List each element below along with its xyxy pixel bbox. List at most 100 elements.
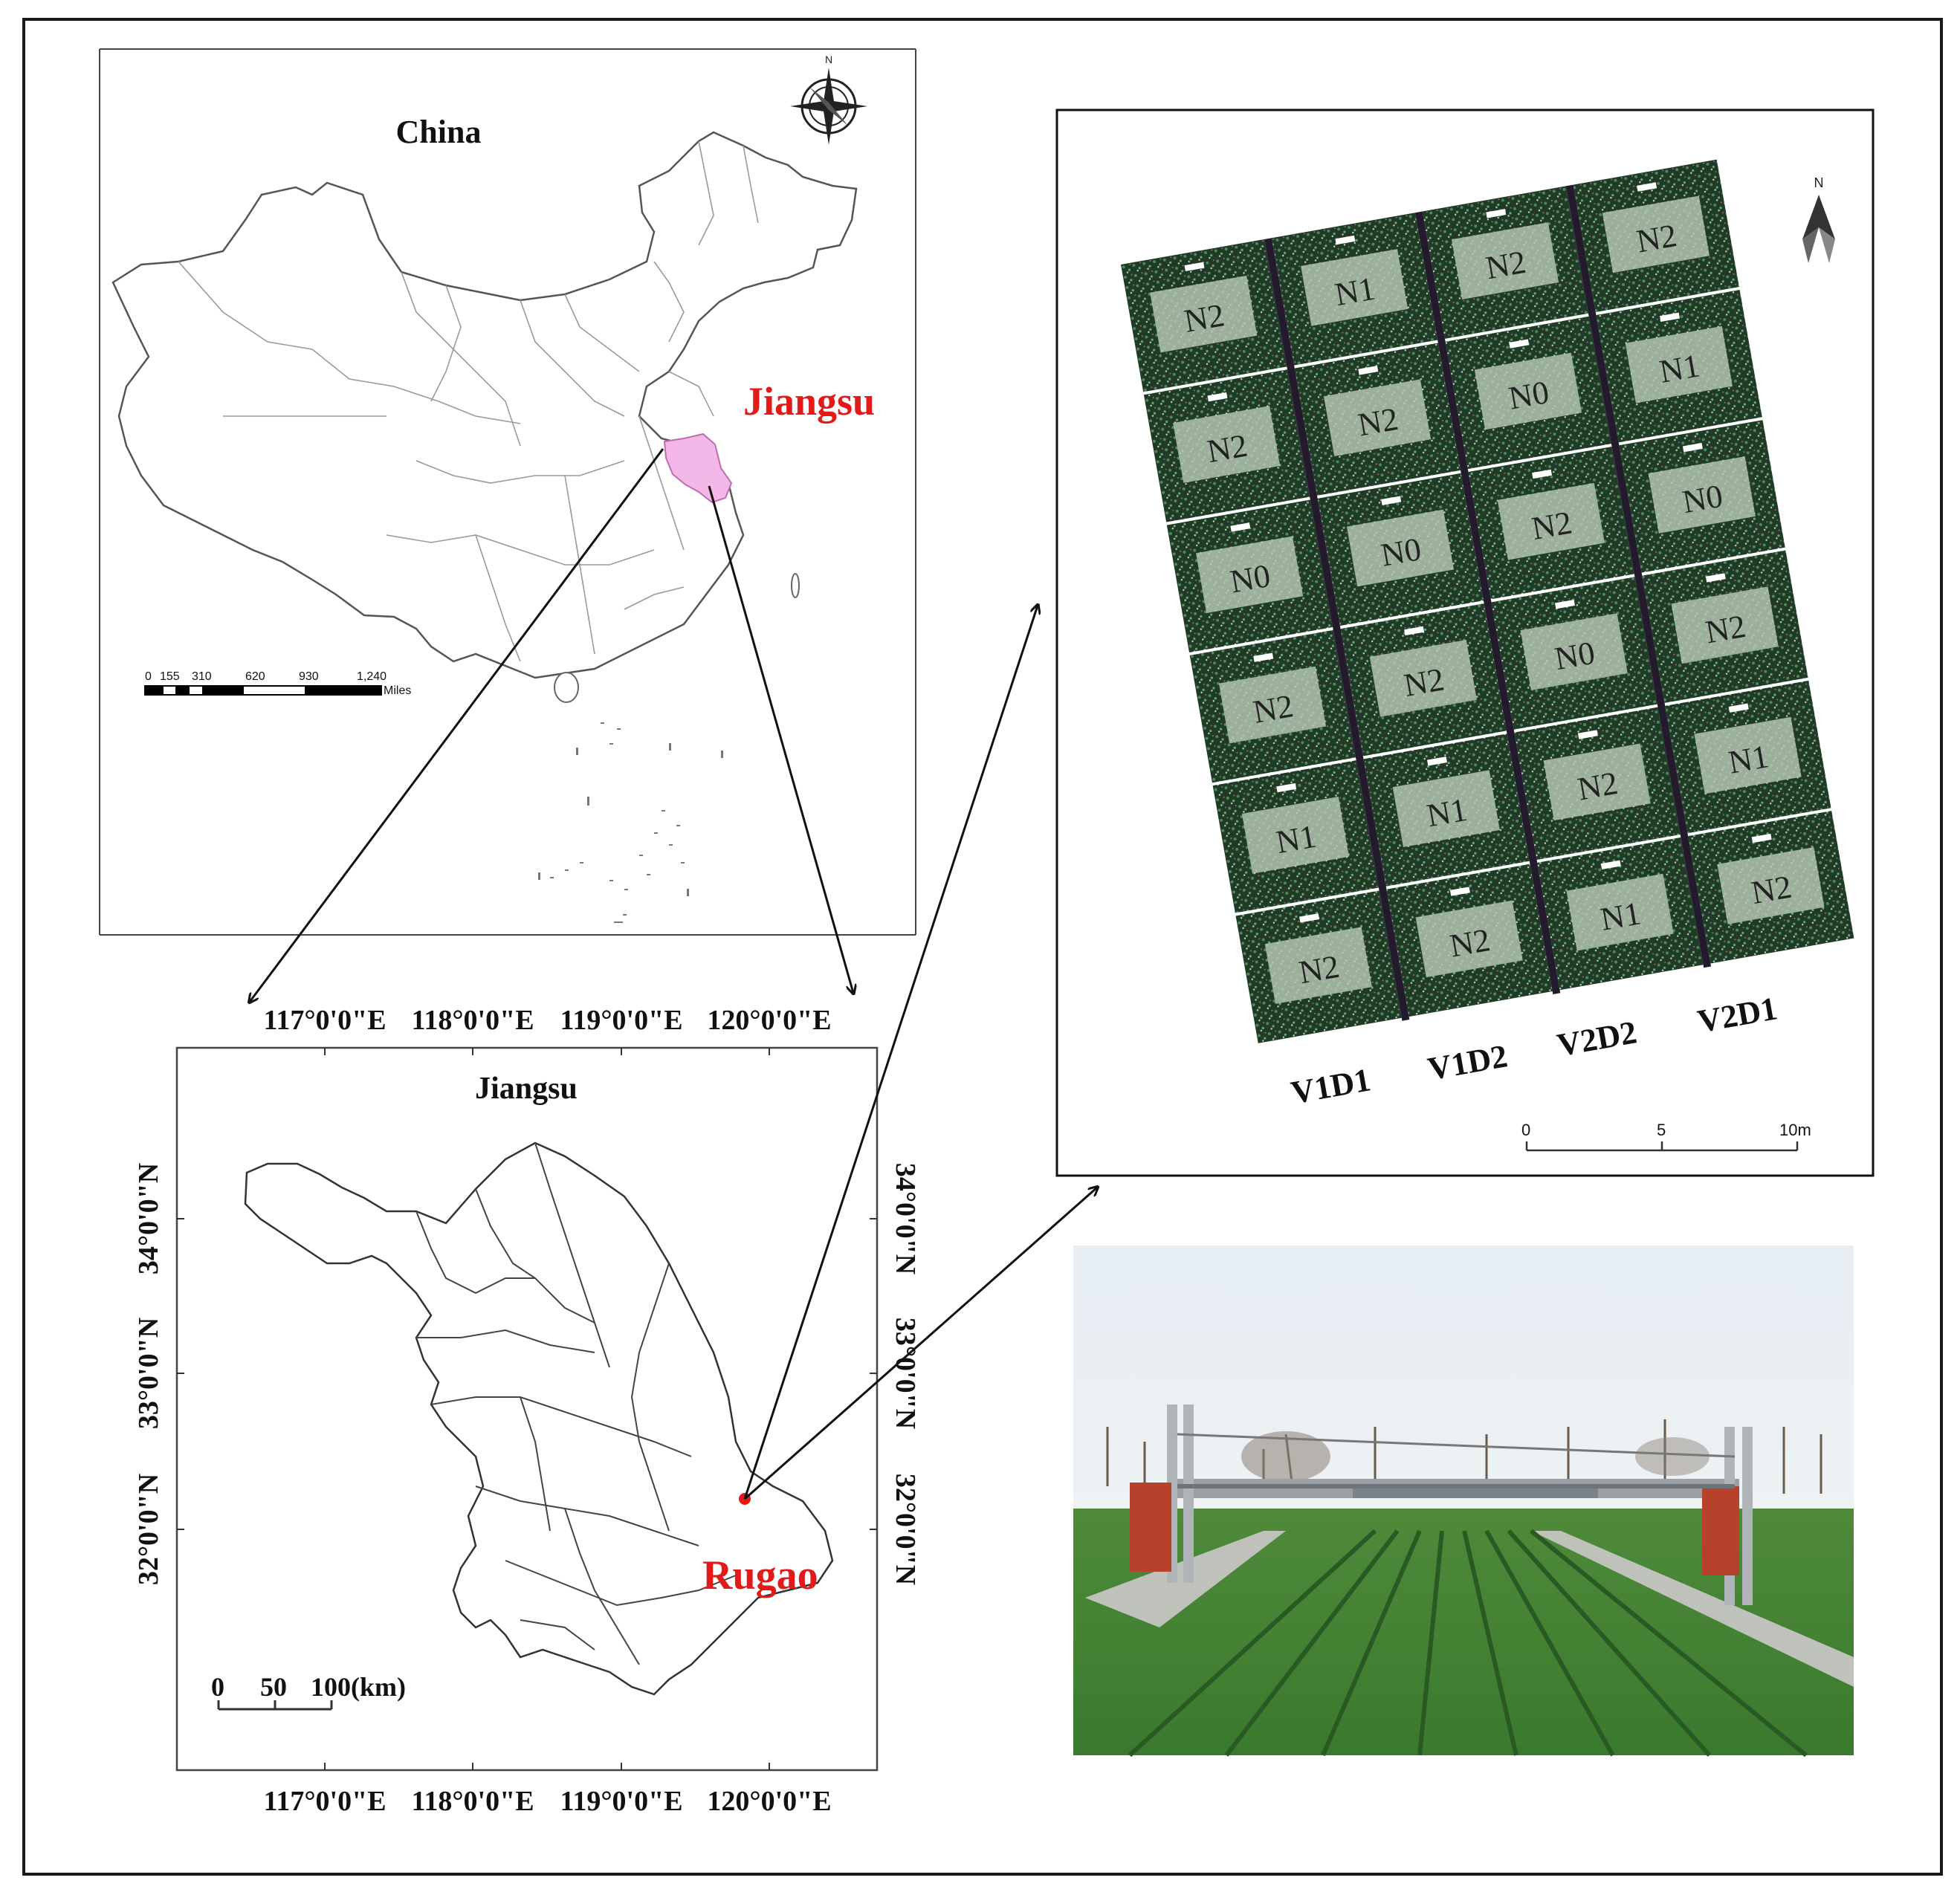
plot-marker-tag bbox=[1184, 262, 1205, 272]
rugao-label: Rugao bbox=[702, 1552, 818, 1598]
plot-label-box bbox=[1520, 613, 1628, 690]
plot-label-box bbox=[1301, 249, 1408, 326]
plot-marker-tag bbox=[1577, 730, 1598, 739]
plot-label-box bbox=[1625, 325, 1733, 404]
plot-label-box bbox=[1392, 770, 1500, 847]
plot-treatment-label: N2 bbox=[1483, 244, 1528, 287]
lat-label-right-34: 34°0'0"N bbox=[890, 1163, 921, 1274]
jiangsu-scale-bar: 0 50 100(km) bbox=[211, 1672, 406, 1711]
plot-map-panel: N N2N2N0N2N1N2N1N2N0N2N1N2N2N0N2N0N2N1N2… bbox=[1055, 108, 1875, 1177]
plot-column-separator bbox=[1565, 184, 1712, 968]
plot-label-box bbox=[1264, 927, 1372, 1005]
china-scale-tick-1: 155 bbox=[160, 670, 180, 683]
plot-treatment-label: N1 bbox=[1273, 817, 1319, 861]
plot-marker-tag bbox=[1682, 442, 1703, 453]
china-outline bbox=[111, 131, 858, 679]
plot-marker-tag bbox=[1532, 469, 1553, 479]
lon-label-top-118: 118°0'0"E bbox=[411, 1005, 534, 1036]
plot-marker-tag bbox=[1253, 652, 1274, 662]
plot-marker-tag bbox=[1509, 339, 1530, 349]
plot-label-box bbox=[1566, 873, 1674, 951]
plot-marker-tag bbox=[1335, 235, 1356, 245]
plot-treatment-label: N1 bbox=[1424, 791, 1469, 835]
jiangsu-scale-tick-0: 0 bbox=[211, 1672, 224, 1702]
plot-treatment-label: N1 bbox=[1598, 895, 1643, 938]
photo-crop-rows bbox=[1128, 1529, 1808, 1757]
plot-label-box bbox=[1474, 352, 1582, 430]
china-scale-tick-4: 930 bbox=[299, 670, 319, 683]
connector-arrows bbox=[250, 448, 1097, 1500]
plot-column-separator bbox=[1414, 211, 1561, 994]
outer-frame bbox=[22, 18, 1943, 1876]
plot-marker-tag bbox=[1637, 182, 1657, 192]
lat-label-left-34: 34°0'0"N bbox=[133, 1163, 164, 1274]
plot-label-box bbox=[1369, 639, 1477, 717]
plot-marker-tag bbox=[1486, 209, 1507, 218]
plot-treatment-label: N1 bbox=[1657, 347, 1702, 390]
jiangsu-map-panel: Jiangsu 117°0'0"E 118°0'0"E 119°0'0"E 12… bbox=[133, 1005, 921, 1817]
plot-treatment-label: N0 bbox=[1552, 635, 1597, 678]
plot-marker-tag bbox=[1600, 860, 1621, 869]
lat-label-left-32: 32°0'0"N bbox=[133, 1474, 164, 1585]
plot-marker-tag bbox=[1404, 626, 1425, 636]
south-sea-islands bbox=[538, 573, 800, 923]
plot-treatment-label: N2 bbox=[1204, 427, 1249, 470]
plot-label-box bbox=[1694, 716, 1802, 794]
plot-marker-tag bbox=[1705, 573, 1726, 583]
province-boundaries bbox=[178, 140, 759, 662]
arrow-jiangsu-to-map-left bbox=[250, 448, 664, 1002]
plot-column-separator bbox=[1264, 238, 1410, 1021]
plot-label-box bbox=[1241, 797, 1350, 874]
arrow-rugao-to-photo bbox=[744, 1188, 1097, 1500]
plot-treatment-label: N0 bbox=[1506, 374, 1551, 417]
field-photo bbox=[1073, 1245, 1854, 1757]
plot-label-box bbox=[1346, 509, 1455, 587]
plot-treatment-label: N1 bbox=[1726, 738, 1771, 781]
china-map-panel: China N bbox=[99, 48, 916, 936]
plot-marker-tag bbox=[1751, 833, 1772, 843]
plot-treatment-label: N2 bbox=[1296, 948, 1342, 991]
graticule-ticks bbox=[177, 1048, 877, 1770]
plot-treatment-label: N2 bbox=[1749, 868, 1794, 911]
plot-label-box bbox=[1602, 195, 1710, 273]
lon-label-top-120: 120°0'0"E bbox=[707, 1005, 831, 1036]
china-scale-bar: 0 155 310 620 930 1,240 Miles bbox=[144, 670, 411, 697]
plot-marker-tag bbox=[1207, 392, 1228, 402]
plot-label-box bbox=[1173, 406, 1281, 483]
lat-label-right-32: 32°0'0"N bbox=[890, 1474, 921, 1585]
jiangsu-title: Jiangsu bbox=[475, 1072, 578, 1106]
plot-marker-tag bbox=[1427, 757, 1448, 766]
lon-label-bottom-117: 117°0'0"E bbox=[263, 1786, 386, 1817]
jiangsu-scale-tick-1: 50 bbox=[260, 1672, 287, 1702]
plot-treatment-label: N0 bbox=[1227, 557, 1272, 600]
plot-scale-tick-2: 10m bbox=[1779, 1121, 1811, 1139]
plot-treatment-label: N2 bbox=[1250, 687, 1296, 730]
china-scale-tick-2: 310 bbox=[192, 670, 212, 683]
lon-label-bottom-119: 119°0'0"E bbox=[560, 1786, 682, 1817]
plot-label-box bbox=[1195, 536, 1304, 614]
plot-scale-tick-1: 5 bbox=[1657, 1121, 1666, 1139]
lon-label-top-117: 117°0'0"E bbox=[263, 1005, 386, 1036]
lon-label-top-119: 119°0'0"E bbox=[560, 1005, 682, 1036]
compass-icon: N bbox=[790, 54, 867, 145]
photo-gantry bbox=[1130, 1405, 1753, 1605]
china-title: China bbox=[396, 114, 482, 150]
plot-treatment-label: N2 bbox=[1401, 661, 1446, 704]
plot-label-box bbox=[1648, 456, 1756, 534]
lat-label-right-33: 33°0'0"N bbox=[890, 1318, 921, 1429]
plot-treatment-label: N0 bbox=[1378, 531, 1423, 574]
prefecture-boundaries bbox=[415, 1142, 737, 1665]
jiangsu-scale-tick-2: 100(km) bbox=[311, 1672, 406, 1702]
plot-treatment-label: N2 bbox=[1529, 504, 1574, 547]
jiangsu-outline bbox=[244, 1141, 834, 1696]
plot-label-box bbox=[1497, 482, 1605, 560]
plot-marker-tag bbox=[1660, 312, 1681, 323]
lon-label-bottom-120: 120°0'0"E bbox=[707, 1786, 831, 1817]
plot-marker-tag bbox=[1554, 599, 1575, 609]
plot-marker-tag bbox=[1276, 783, 1297, 793]
plot-north-label: N bbox=[1814, 175, 1824, 190]
plot-label-box bbox=[1543, 743, 1651, 821]
plot-treatment-label: N1 bbox=[1332, 270, 1377, 314]
plot-marker-tag bbox=[1728, 703, 1749, 713]
china-scale-unit: Miles bbox=[384, 684, 411, 697]
